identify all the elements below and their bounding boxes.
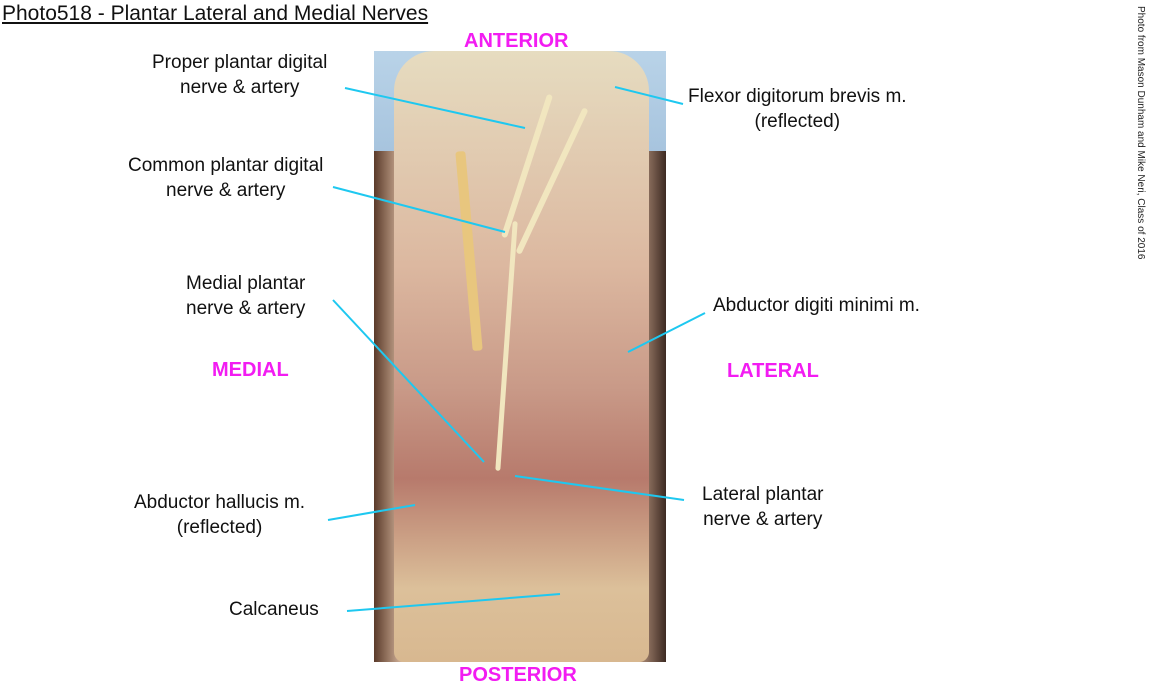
leader-abductor-hallucis [327,504,416,521]
label-abductor-hallucis: Abductor hallucis m.(reflected) [134,492,306,538]
leader-flexor-digitorum [614,86,684,105]
leader-lateral-plantar [514,475,685,501]
leader-calcaneus [346,593,561,612]
medial-label: MEDIAL [212,359,289,381]
anterior-label: ANTERIOR [464,30,569,52]
label-flexor-digitorum: Flexor digitorum brevis m.(reflected) [688,86,907,132]
label-calcaneus: Calcaneus [229,599,319,620]
dissection-photo [374,51,666,662]
lateral-label: LATERAL [727,360,819,382]
foot-specimen [394,51,649,662]
leader-medial-plantar [332,299,485,463]
leader-abductor-digiti [627,312,706,353]
leader-proper-plantar [344,87,526,129]
label-abductor-digiti: Abductor digiti minimi m. [713,295,920,316]
page-title: Photo518 - Plantar Lateral and Medial Ne… [2,2,429,25]
photo-credit: Photo from Mason Dunham and Mike Neri, C… [1135,6,1146,260]
posterior-label: POSTERIOR [459,664,577,686]
leader-common-plantar [332,186,506,233]
